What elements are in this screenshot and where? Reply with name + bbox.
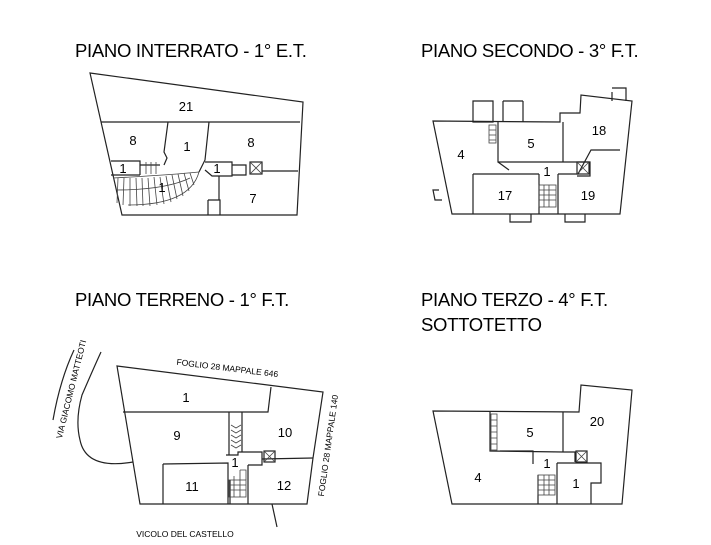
room-label: 1 — [543, 456, 550, 471]
room-label: 21 — [179, 99, 193, 114]
stair-hatch — [116, 162, 195, 207]
room-label: 19 — [581, 188, 595, 203]
room-label: 9 — [173, 428, 180, 443]
room-label: 8 — [129, 133, 136, 148]
lift-icon — [263, 450, 276, 463]
plan-subtitle-sottotetto: SOTTOTETTO — [421, 314, 542, 335]
room-label: 5 — [526, 425, 533, 440]
lift-icon — [575, 450, 588, 463]
plan-title-terreno: PIANO TERRENO - 1° F.T. — [75, 289, 289, 310]
stair-curved — [112, 171, 200, 206]
plan-terzo: 20 5 1 4 1 — [432, 384, 633, 505]
plan-title-terzo: PIANO TERZO - 4° F.T. — [421, 289, 608, 310]
plan-title-secondo: PIANO SECONDO - 3° F.T. — [421, 40, 639, 61]
room-label: 8 — [247, 135, 254, 150]
plan-interrato: 21 8 1 8 1 1 1 7 — [89, 72, 304, 216]
walls — [489, 412, 602, 504]
room-label: 1 — [158, 180, 165, 195]
room-label: 20 — [590, 414, 604, 429]
room-label: 4 — [457, 147, 464, 162]
plan-title-interrato: PIANO INTERRATO - 1° E.T. — [75, 40, 307, 61]
room-label: 18 — [592, 123, 606, 138]
lift-icon — [576, 161, 590, 175]
parcel-label-140: FOGLIO 28 MAPPALE 140 — [316, 394, 340, 497]
outline — [116, 365, 324, 505]
room-label: 1 — [543, 164, 550, 179]
room-label: 11 — [185, 479, 199, 494]
stair-hatch — [488, 124, 557, 208]
room-label: 7 — [249, 191, 256, 206]
room-label: 12 — [277, 478, 291, 493]
outline — [432, 94, 633, 215]
room-label: 1 — [182, 390, 189, 405]
stair-hatch — [490, 413, 556, 496]
lift-icon — [249, 161, 263, 175]
room-label: 5 — [527, 136, 534, 151]
room-label: 1 — [572, 476, 579, 491]
room-label: 1 — [213, 161, 220, 176]
room-label: 1 — [231, 455, 238, 470]
street-label-via-matteotti: VIA GIACOMO MATTEOTI — [54, 339, 88, 440]
outline — [89, 72, 304, 216]
walls — [101, 121, 300, 215]
walls — [123, 386, 314, 504]
street-label-vicolo-castello: VICOLO DEL CASTELLO — [136, 529, 234, 539]
room-label: 1 — [183, 139, 190, 154]
room-label: 17 — [498, 188, 512, 203]
plan-secondo: 4 5 18 1 17 19 — [432, 87, 633, 223]
outline — [432, 384, 633, 505]
room-label: 10 — [278, 425, 292, 440]
stair-hatch — [228, 424, 247, 498]
room-label: 1 — [119, 161, 126, 176]
room-label: 4 — [474, 470, 481, 485]
road-lines — [52, 349, 278, 528]
plan-terreno: 1 9 10 1 11 12 FOGLIO 28 MAPPALE 646 VIA… — [52, 339, 340, 539]
